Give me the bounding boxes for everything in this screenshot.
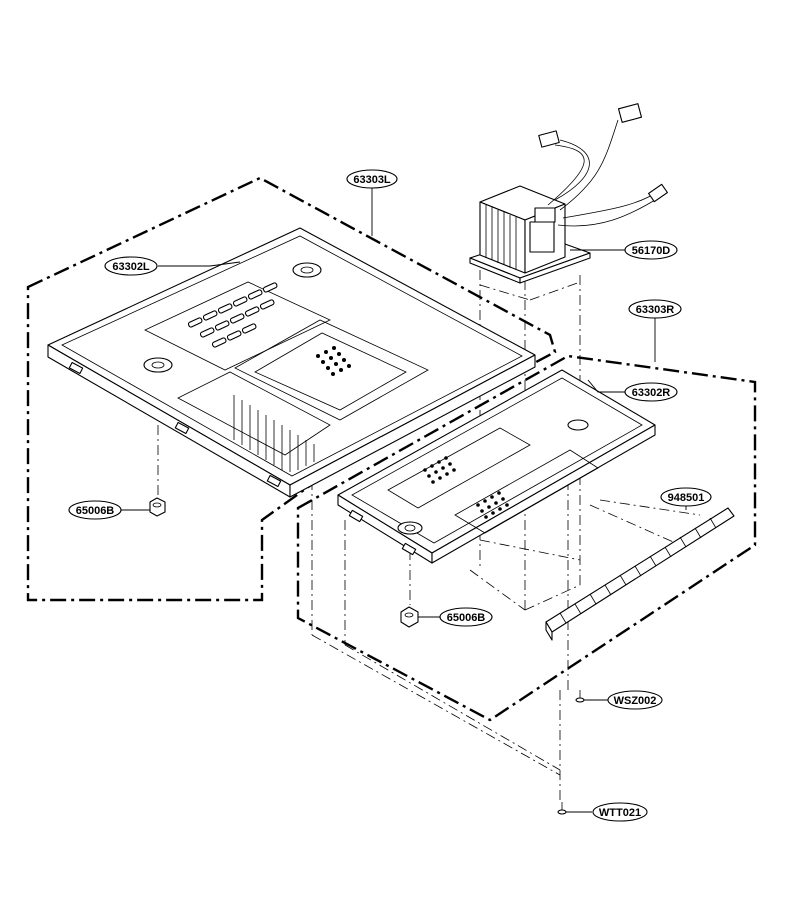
transformer	[469, 103, 668, 284]
callout-56170D: 56170D	[624, 240, 678, 260]
callout-label: 948501	[668, 492, 705, 504]
left-base-plate	[47, 227, 536, 498]
callout-63302L: 63302L	[104, 256, 158, 276]
callout-label: 65006B	[76, 505, 115, 517]
right-base-plate	[337, 369, 656, 564]
hex-nut-left	[149, 497, 166, 517]
screw-wsz002	[575, 690, 585, 703]
left-plate-slots	[187, 282, 278, 348]
callout-63303L: 63303L	[346, 169, 398, 189]
leader-lines	[120, 188, 687, 813]
left-plate-vent-grid	[316, 346, 351, 376]
screw-wtt021	[557, 802, 567, 815]
callout-WSZ002: WSZ002	[607, 690, 663, 710]
callout-label: 56170D	[632, 245, 671, 257]
callout-label: 63302L	[112, 261, 150, 273]
callout-65006B-left: 65006B	[68, 500, 122, 520]
callout-label: WSZ002	[614, 695, 657, 707]
callout-label: 63303R	[636, 304, 675, 316]
callout-label: 65006B	[447, 612, 486, 624]
callout-948501: 948501	[660, 487, 712, 507]
right-plate-vent-grid-b	[476, 491, 509, 519]
callout-label: 63303L	[353, 174, 391, 186]
callout-63303R: 63303R	[628, 299, 682, 319]
callout-65006B-right: 65006B	[439, 607, 493, 627]
left-plate-fins	[233, 395, 315, 472]
callout-WTT021: WTT021	[592, 802, 648, 822]
callout-label: WTT021	[599, 807, 641, 819]
right-plate-vent-grid-a	[423, 456, 456, 484]
hex-nut-right	[400, 606, 419, 628]
right-assembly-boundary	[296, 354, 757, 722]
gasket-strip	[545, 507, 735, 641]
callout-63302R: 63302R	[624, 382, 678, 402]
callout-label: 63302R	[632, 387, 671, 399]
